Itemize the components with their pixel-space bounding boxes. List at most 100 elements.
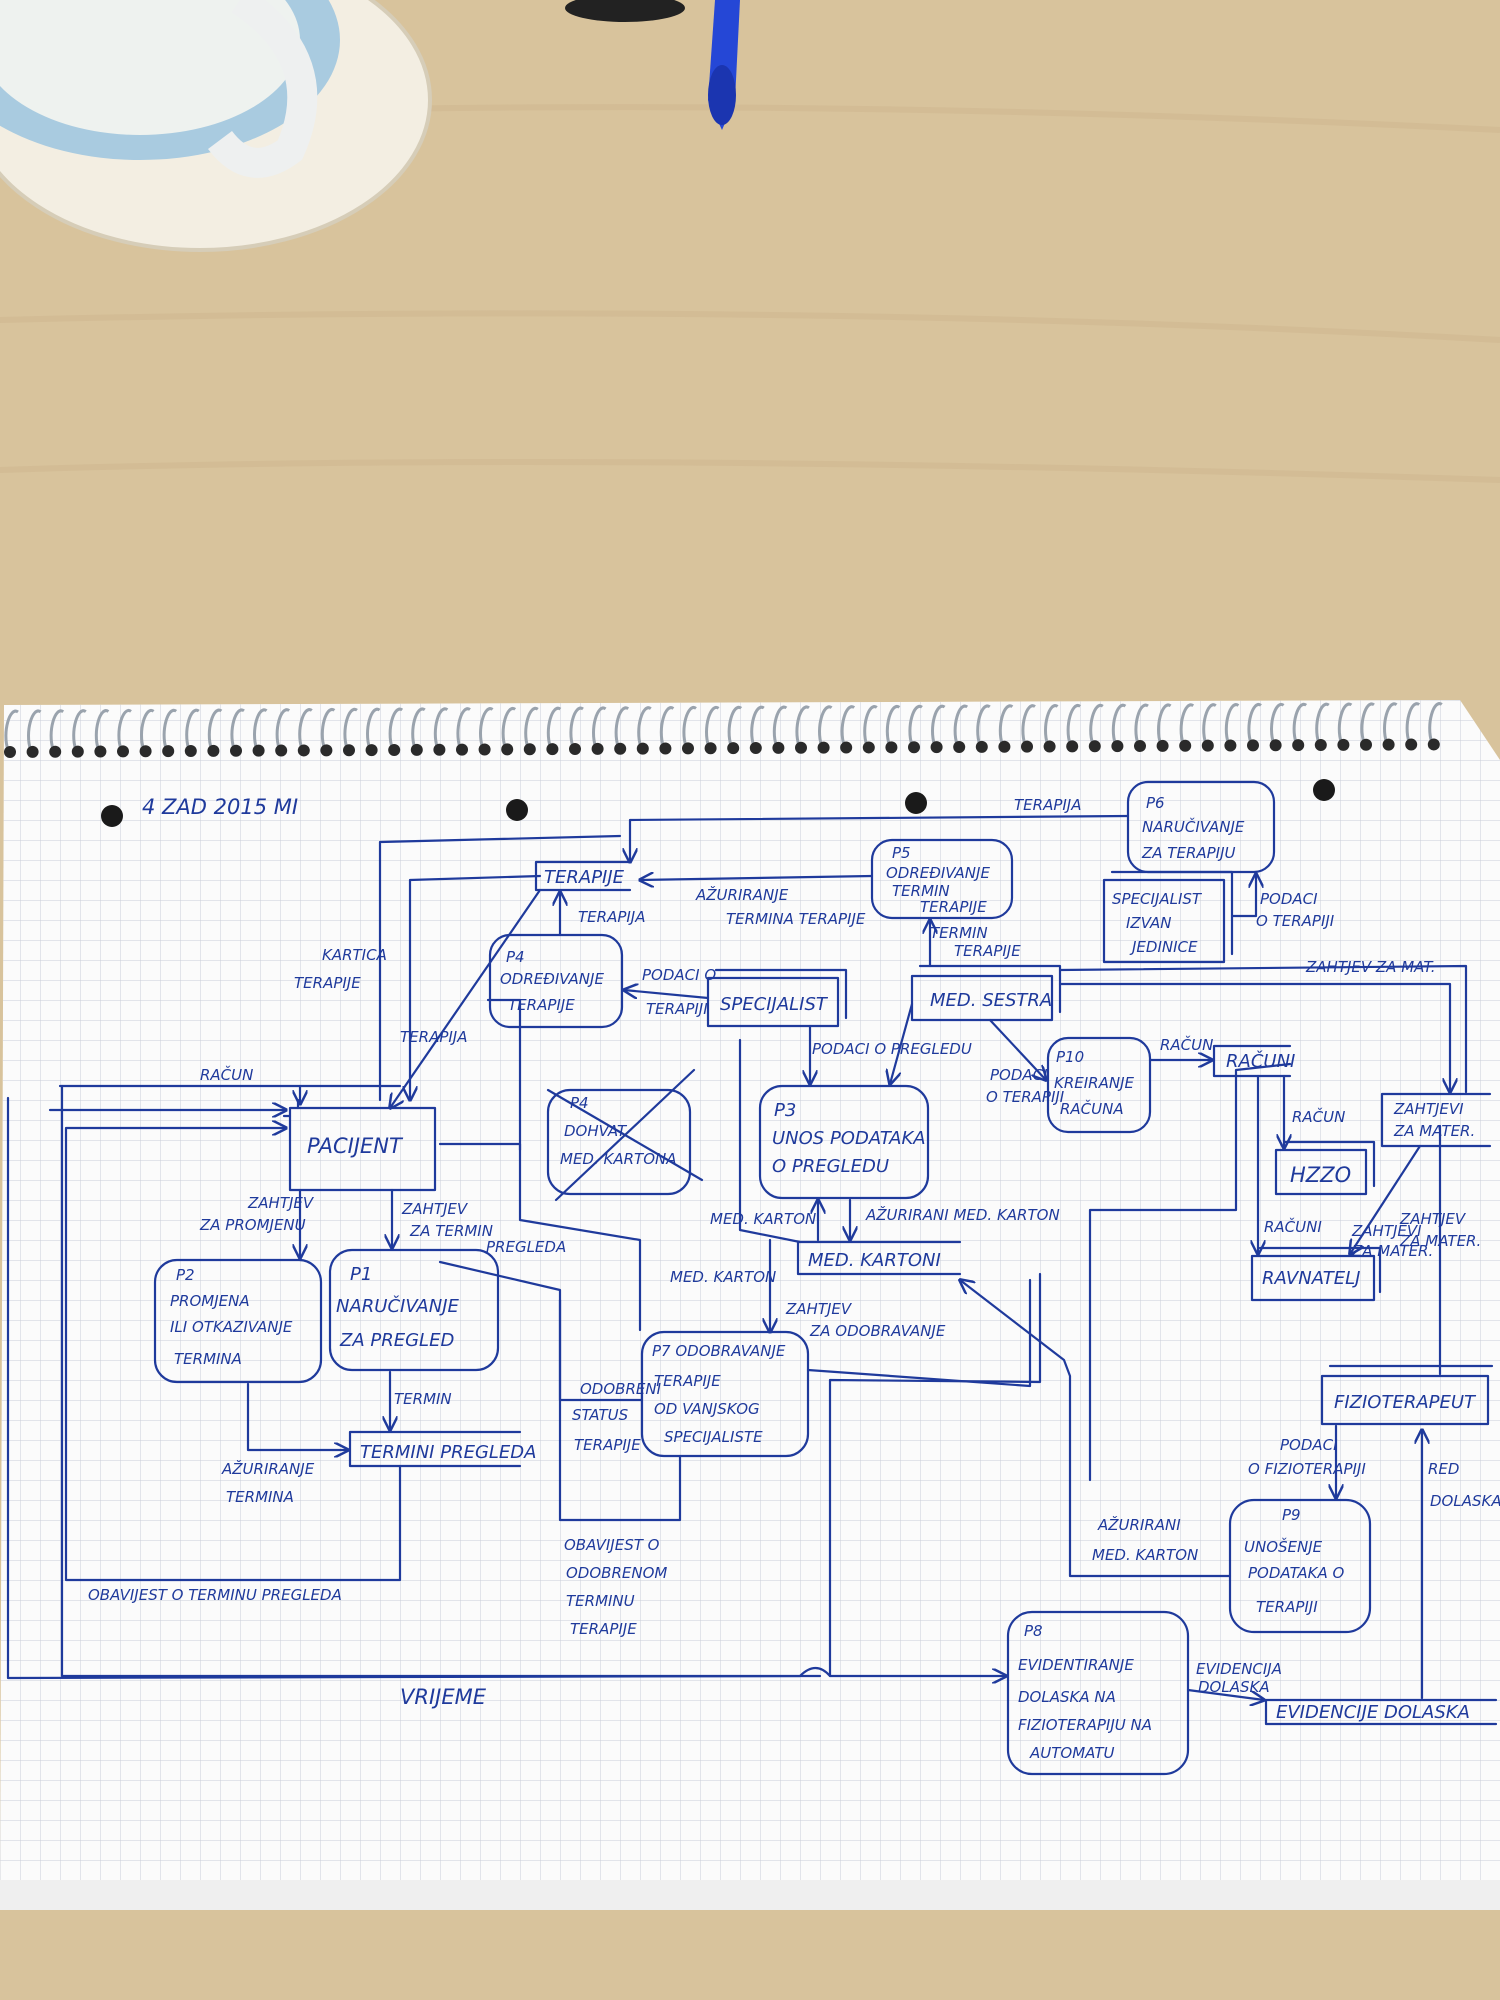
notebook-page <box>0 700 1500 1910</box>
spiral-hole <box>26 745 39 758</box>
spiral-hole <box>908 741 920 754</box>
spiral-hole <box>94 745 107 758</box>
spiral-hole <box>1021 740 1033 753</box>
spiral-ring <box>320 707 336 749</box>
spiral-hole <box>49 745 62 758</box>
spiral-ring <box>772 705 788 747</box>
spiral-hole <box>840 741 853 754</box>
process-p9: P9 UNOŠENJE PODATAKA O TERAPIJI <box>1228 1498 1372 1634</box>
flow-label: RAČUN <box>200 1065 253 1084</box>
spiral-hole <box>998 740 1011 753</box>
entity-fizioterapeut-label: FIZIOTERAPEUT <box>1334 1392 1477 1413</box>
flow-label: PODACI O <box>642 966 716 984</box>
spiral-ring <box>456 707 471 749</box>
flow-label: TERMINA TERAPIJE <box>726 910 866 928</box>
spiral-ring <box>501 707 517 748</box>
flow-label: OBAVIJEST O <box>564 1536 660 1554</box>
spiral-hole <box>885 741 898 754</box>
process-p5-line: ODREĐIVANJE <box>886 864 990 882</box>
process-p3-line: UNOS PODATAKA <box>772 1128 926 1149</box>
process-p6-line: ZA TERAPIJU <box>1141 844 1236 862</box>
flow-label: ZAHTJEV <box>247 1194 315 1212</box>
spiral-ring <box>207 708 223 750</box>
flow-label: O FIZIOTERAPIJI <box>1248 1460 1366 1478</box>
flow-label: O TERAPIJI <box>1256 912 1335 930</box>
process-p5: P5 ODREĐIVANJE TERMIN TERAPIJE <box>870 838 1014 920</box>
flow-label: PODACI <box>1280 1436 1338 1454</box>
spiral-hole <box>1156 739 1169 752</box>
process-p8: P8 EVIDENTIRANJE DOLASKA NA FIZIOTERAPIJ… <box>1006 1610 1190 1776</box>
spiral-hole <box>930 741 943 754</box>
spiral-hole <box>1247 739 1259 752</box>
spiral-ring <box>614 706 630 748</box>
flow-label: OBAVIJEST O TERMINU PREGLEDA <box>88 1586 342 1604</box>
spiral-ring <box>908 704 923 746</box>
page-header: 4 ZAD 2015 MI <box>142 795 298 819</box>
process-p8-line: EVIDENTIRANJE <box>1018 1656 1134 1674</box>
spiral-ring <box>1292 702 1308 744</box>
spiral-hole <box>546 743 559 756</box>
spiral-hole <box>388 743 401 756</box>
spiral-hole <box>817 741 830 754</box>
spiral-ring <box>931 704 946 746</box>
spiral-hole <box>410 743 423 756</box>
entity-specijalist-label: SPECIJALIST <box>720 994 829 1015</box>
process-p4-line: P4 <box>506 948 525 966</box>
entity-pacijent: PACIJENT <box>282 1098 437 1192</box>
spiral-hole <box>230 744 242 757</box>
flow-label: EVIDENCIJA <box>1196 1660 1282 1678</box>
spiral-hole <box>749 742 762 755</box>
spiral-hole <box>4 746 16 758</box>
spiral-hole <box>727 742 740 755</box>
spiral-hole <box>795 741 807 754</box>
process-p6: P6 NARUČIVANJE ZA TERAPIJU <box>1126 780 1276 874</box>
spiral-hole <box>162 745 175 758</box>
spiral-hole <box>1382 738 1395 751</box>
spiral-hole <box>704 742 717 755</box>
spiral-ring <box>298 708 313 749</box>
process-p7-line: TERAPIJE <box>654 1372 721 1390</box>
spiral-ring <box>1134 703 1149 745</box>
spiral-ring <box>1315 702 1330 744</box>
spiral-hole <box>71 745 84 758</box>
spiral-ring <box>569 706 584 748</box>
spiral-ring <box>1044 704 1059 745</box>
flow-label: ZA MATER. <box>1351 1242 1433 1260</box>
flow-label: ZAHTJEV <box>401 1200 469 1218</box>
flow-label: RAČUN <box>1160 1035 1213 1054</box>
spiral-ring <box>162 708 178 750</box>
spiral-ring <box>1066 704 1082 745</box>
flow-label: PREGLEDA <box>486 1238 566 1256</box>
flow-label: MED. KARTON <box>710 1210 816 1228</box>
spiral-ring <box>72 709 87 751</box>
spiral-hole <box>275 744 288 757</box>
spiral-hole <box>591 742 604 755</box>
spiral-hole <box>1337 738 1350 751</box>
process-p3-line: P3 <box>774 1100 796 1121</box>
spiral-hole <box>297 744 310 757</box>
spiral-ring <box>140 708 155 750</box>
flow-label: TERAPIJE <box>570 1620 637 1638</box>
spiral-ring <box>998 704 1014 746</box>
process-p9-line: TERAPIJI <box>1256 1598 1318 1616</box>
punch-holes <box>101 779 1335 827</box>
spiral-hole <box>139 745 152 758</box>
process-p8-line: DOLASKA NA <box>1018 1688 1116 1706</box>
flow-label: DOLASKA <box>1198 1678 1270 1696</box>
spiral-ring <box>1270 702 1285 744</box>
process-p1-line: ZA PREGLED <box>339 1330 454 1351</box>
store-terapije-label: TERAPIJE <box>544 867 625 888</box>
process-p5-line: TERAPIJE <box>920 898 987 916</box>
flow-label: TERAPIJI <box>646 1000 708 1018</box>
flow-label: KARTICA <box>322 946 387 964</box>
process-p5-line: TERMIN <box>892 882 950 900</box>
spiral-hole <box>478 743 491 756</box>
flow-label: RAČUNI <box>1264 1217 1322 1236</box>
process-p4-crossed-out: P4 DOHVAT MED. KARTONA <box>546 1068 704 1202</box>
spiral-hole <box>207 744 220 757</box>
spiral-ring <box>253 708 268 750</box>
spiral-hole <box>862 741 875 754</box>
spiral-ring <box>1360 702 1375 744</box>
store-evidencije-label: EVIDENCIJE DOLASKA <box>1276 1702 1470 1723</box>
spiral-ring <box>727 705 743 747</box>
